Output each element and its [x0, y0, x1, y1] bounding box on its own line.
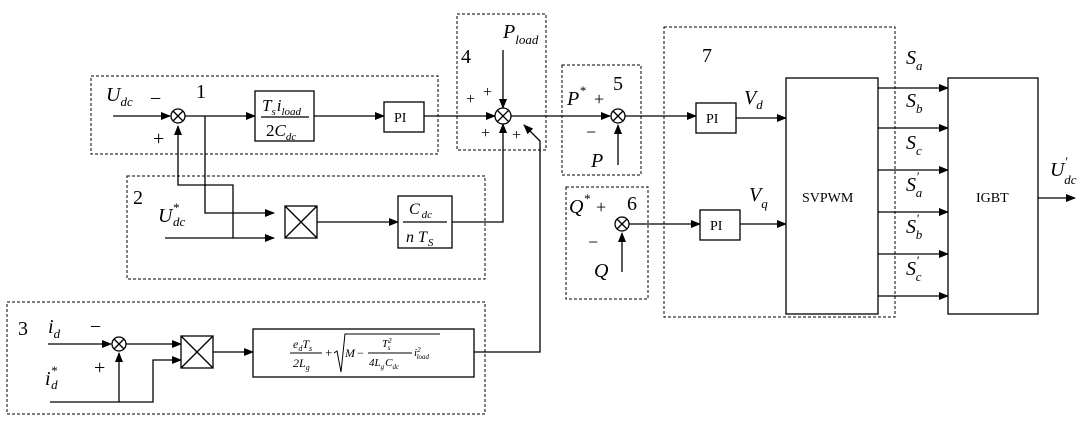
sa-prime-label: S'a [906, 169, 923, 200]
sb-label: Sb [906, 90, 923, 116]
p-label: P [590, 150, 603, 172]
vd-label: Vd [744, 87, 763, 112]
udc-ref-label: U*dc [158, 200, 185, 229]
section-number-2: 2 [133, 187, 143, 209]
block2-to-sum4-line [452, 124, 503, 222]
section-number-3: 3 [18, 318, 28, 340]
q-ref-label: Q* [569, 191, 590, 218]
sum5-minus-sign: − [586, 122, 596, 142]
id-ref-to-multiplier-line [119, 360, 181, 402]
igbt-label: IGBT [976, 191, 1009, 206]
sa-label: Sa [906, 47, 923, 73]
sum3-minus-sign: − [90, 316, 101, 338]
udc-label: Udc [106, 84, 133, 109]
section-number-7: 7 [702, 45, 712, 67]
section-number-4: 4 [461, 46, 471, 68]
sum1-plus-sign: + [153, 128, 164, 150]
sum3-plus-sign: + [94, 357, 105, 379]
multiplier-block-3 [181, 336, 213, 368]
pload-label: Pload [502, 21, 539, 47]
id-ref-to-sum3-line [50, 353, 119, 402]
multiplier-block-2 [285, 206, 317, 238]
id-label: id [48, 316, 61, 341]
sb-prime-label: S'b [906, 211, 923, 242]
formula3-to-sum4-line [474, 125, 540, 352]
sum6-plus-sign: + [596, 197, 606, 217]
sum4-plus-left: + [466, 91, 475, 108]
summing-junction-3 [112, 337, 126, 351]
section-number-6: 6 [627, 193, 637, 215]
id-ref-label: i*d [45, 363, 58, 392]
svg-text:M: M [344, 346, 356, 360]
svg-text:−: − [357, 346, 364, 360]
sum5-plus-sign: + [594, 89, 604, 109]
sum6-minus-sign: − [588, 232, 598, 252]
summing-junction-5 [611, 109, 625, 123]
svg-text:+: + [325, 345, 332, 360]
sum4-plus-right: + [512, 127, 521, 144]
sc-prime-label: S'c [906, 253, 922, 284]
section-number-5: 5 [613, 73, 623, 95]
sum4-plus-bottom: + [481, 125, 490, 142]
summing-junction-6 [615, 217, 629, 231]
p-ref-label: P* [566, 83, 586, 110]
q-label: Q [594, 260, 609, 282]
vq-label: Vq [749, 184, 768, 211]
sc-label: Sc [906, 132, 922, 158]
sum1-minus-sign: − [150, 88, 161, 110]
pi-block-6-label: PI [710, 219, 723, 234]
pi-block-1-label: PI [394, 111, 407, 126]
pi-block-5-label: PI [706, 112, 719, 127]
section-number-1: 1 [196, 81, 206, 103]
sum4-plus-top: + [483, 84, 492, 101]
udc-output-label: U'dc [1050, 154, 1077, 187]
summing-junction-4 [495, 108, 511, 124]
summing-junction-1 [171, 109, 185, 123]
svpwm-label: SVPWM [802, 191, 854, 206]
